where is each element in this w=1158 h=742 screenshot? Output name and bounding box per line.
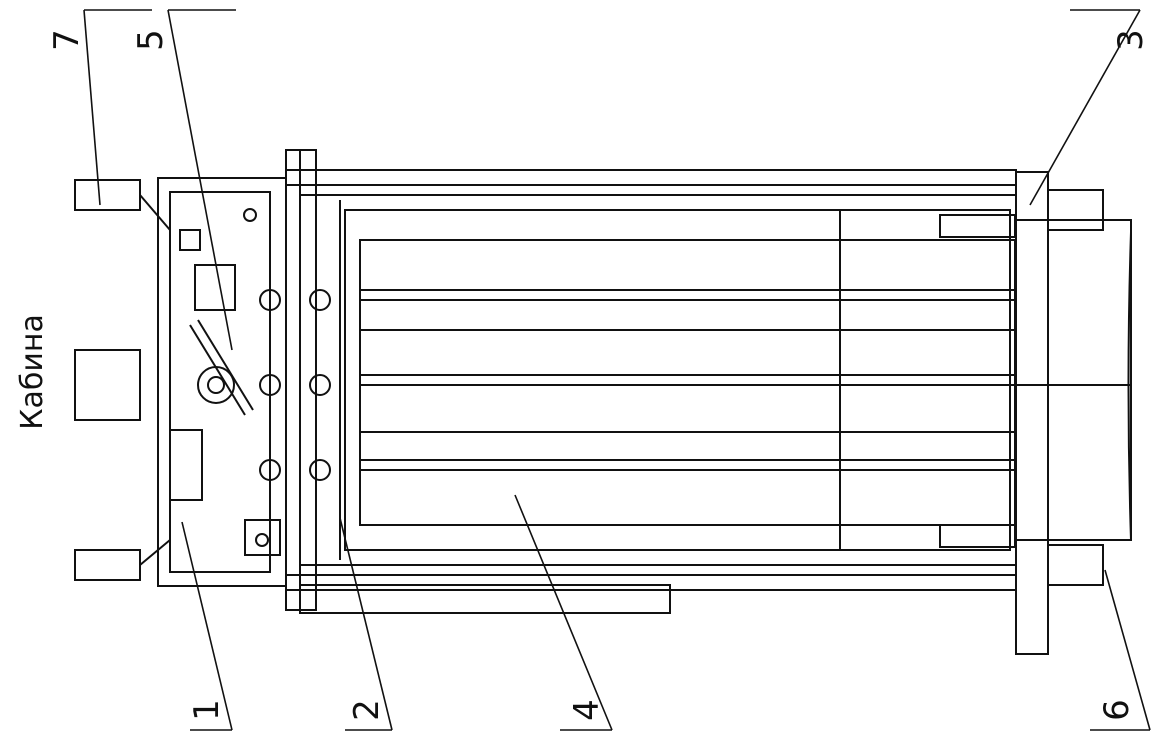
machine-frame xyxy=(74,149,1132,655)
callout-5: 5 xyxy=(131,29,171,51)
callout-1: 1 xyxy=(187,699,227,721)
callout-3: 3 xyxy=(1111,29,1151,51)
callout-7: 7 xyxy=(47,29,87,51)
callout-6: 6 xyxy=(1097,699,1137,721)
callout-2: 2 xyxy=(347,699,387,721)
cabin-label: Кабина xyxy=(15,314,50,430)
callout-4: 4 xyxy=(567,699,607,721)
leader-lines xyxy=(83,9,1151,731)
